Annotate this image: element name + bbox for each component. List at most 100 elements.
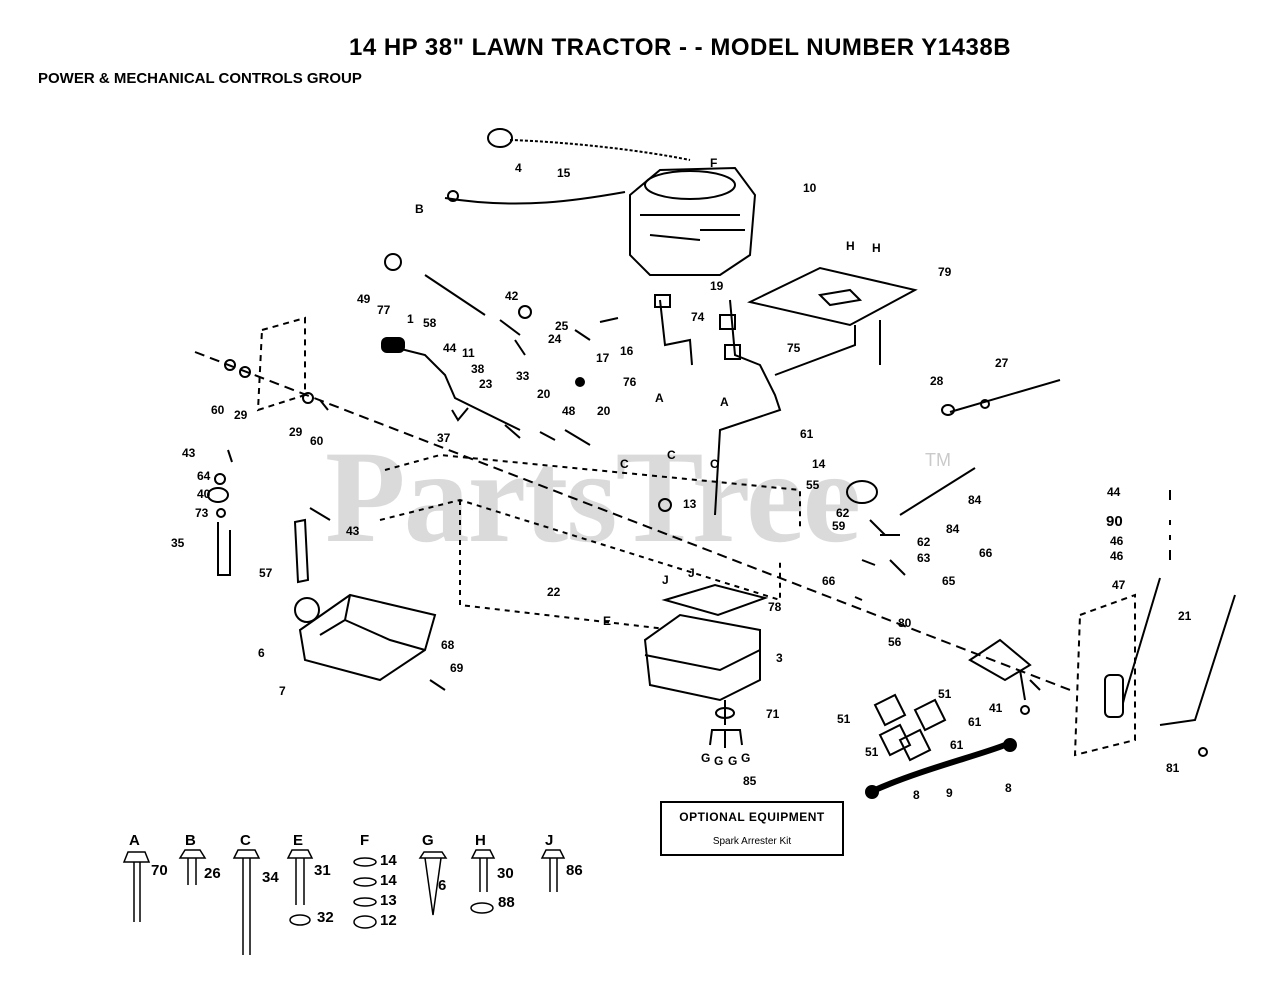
right-dashed-bracket <box>1073 593 1136 757</box>
callout-59: 59 <box>832 519 846 533</box>
battery <box>298 593 437 682</box>
callout-43-b: 43 <box>346 524 360 538</box>
key-letter-B: B <box>185 832 196 849</box>
callout-E: E <box>603 614 612 628</box>
callout-29-b: 29 <box>289 425 303 439</box>
watermark-logo: PartsTree <box>325 423 861 570</box>
optional-equipment-box: OPTIONAL EQUIPMENT Spark Arrester Kit <box>660 801 844 856</box>
choke-knob <box>487 128 513 148</box>
callout-21: 21 <box>1178 609 1192 623</box>
callout-H-1: H <box>846 239 855 253</box>
callout-15: 15 <box>557 166 571 180</box>
callout-60-a: 60 <box>211 403 225 417</box>
rod-21 <box>1159 594 1236 726</box>
callout-56: 56 <box>888 635 902 649</box>
watermark-tm: TM <box>925 450 951 470</box>
callout-62-b: 62 <box>917 535 931 549</box>
callout-61-a: 61 <box>800 427 814 441</box>
callout-62-a: 62 <box>836 506 850 520</box>
callout-6: 6 <box>258 646 265 660</box>
optional-equipment-title: OPTIONAL EQUIPMENT <box>679 810 825 824</box>
callout-60-b: 60 <box>310 434 324 448</box>
key-part-C-34: 34 <box>262 869 279 886</box>
callout-8-a: 8 <box>913 788 920 802</box>
callout-F: F <box>710 156 718 170</box>
callout-76: 76 <box>623 375 637 389</box>
callout-63: 63 <box>917 551 931 565</box>
frame-centerline <box>194 351 1071 691</box>
key-part-J-86: 86 <box>566 862 583 879</box>
callout-81: 81 <box>1166 761 1180 775</box>
callout-20-a: 20 <box>537 387 551 401</box>
key-letter-A: A <box>129 832 140 849</box>
callout-C-1: C <box>620 457 629 471</box>
callout-24: 24 <box>548 332 562 346</box>
callout-46-a: 46 <box>1110 534 1124 548</box>
callout-20-b: 20 <box>597 404 611 418</box>
diagram-subtitle: POWER & MECHANICAL CONTROLS GROUP <box>38 70 362 87</box>
air-cleaner <box>643 613 761 702</box>
callout-23: 23 <box>479 377 493 391</box>
key-part-B-26: 26 <box>204 865 221 882</box>
callout-47: 47 <box>1112 578 1126 592</box>
key-letter-G: G <box>422 832 434 849</box>
callout-42: 42 <box>505 289 519 303</box>
callout-33: 33 <box>516 369 530 383</box>
callout-51-c: 51 <box>865 745 879 759</box>
callout-8-b: 8 <box>1005 781 1012 795</box>
key-letter-C: C <box>240 832 251 849</box>
callout-G-4: G <box>741 751 751 765</box>
callout-A-1: A <box>655 391 664 405</box>
callout-28: 28 <box>930 374 944 388</box>
callout-84-b: 84 <box>946 522 960 536</box>
callout-J-2: J <box>688 566 695 580</box>
callout-13: 13 <box>683 497 697 511</box>
callout-75: 75 <box>787 341 801 355</box>
callout-25: 25 <box>555 319 569 333</box>
callout-J-1: J <box>662 573 669 587</box>
callout-79: 79 <box>938 265 952 279</box>
callout-85: 85 <box>743 774 757 788</box>
callout-80: 80 <box>898 616 912 630</box>
callout-4: 4 <box>515 161 522 175</box>
callout-43-a: 43 <box>182 446 196 460</box>
key-part-H-88: 88 <box>498 894 515 911</box>
callout-14: 14 <box>812 457 826 471</box>
callout-84-a: 84 <box>968 493 982 507</box>
bracket-41 <box>968 638 1032 682</box>
key-letter-J: J <box>545 832 554 849</box>
key-part-F-13: 13 <box>380 892 397 909</box>
callout-10: 10 <box>803 181 817 195</box>
callout-G-3: G <box>728 754 738 768</box>
key-part-E-31: 31 <box>314 862 331 879</box>
callout-65: 65 <box>942 574 956 588</box>
pin-64 <box>899 467 976 516</box>
throttle-cable <box>444 191 626 205</box>
link-57 <box>293 518 310 584</box>
key-part-F-14b: 14 <box>380 872 397 889</box>
callout-55: 55 <box>806 478 820 492</box>
callout-16: 16 <box>620 344 634 358</box>
callout-68: 68 <box>441 638 455 652</box>
key-part-H-30: 30 <box>497 865 514 882</box>
rod-27 <box>949 379 1061 413</box>
callout-A-2: A <box>720 395 729 409</box>
spring-35 <box>217 522 231 576</box>
callout-G-2: G <box>714 754 724 768</box>
callout-22: 22 <box>547 585 561 599</box>
callout-51-a: 51 <box>938 687 952 701</box>
callout-3: 3 <box>776 651 783 665</box>
shift-rod <box>384 344 521 431</box>
callout-9: 9 <box>946 786 953 800</box>
callout-66-b: 66 <box>822 574 836 588</box>
callout-78: 78 <box>768 600 782 614</box>
callout-61-b: 61 <box>968 715 982 729</box>
callout-61-c: 61 <box>950 738 964 752</box>
choke-cable <box>509 139 691 161</box>
key-part-G-6: 6 <box>438 877 447 894</box>
callout-57: 57 <box>259 566 273 580</box>
callout-7: 7 <box>279 684 286 698</box>
callout-1: 1 <box>407 312 414 326</box>
part-6 <box>294 597 320 623</box>
